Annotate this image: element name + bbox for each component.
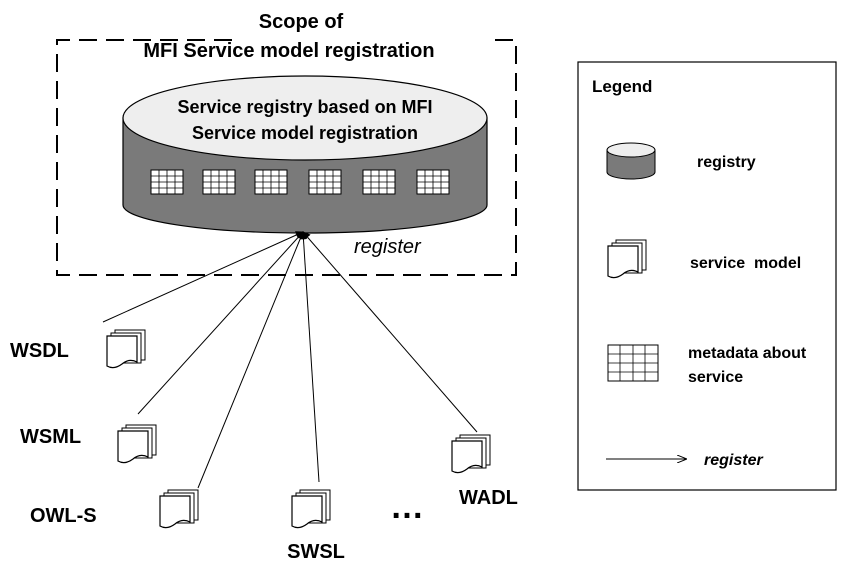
- arrow-wsml: [137, 231, 304, 415]
- legend-label: service: [688, 369, 743, 386]
- source-wsml: WSML: [20, 424, 157, 464]
- source-label: WSML: [20, 426, 81, 448]
- registry-icon: [606, 142, 656, 180]
- scope-title-line1: Scope of: [259, 11, 344, 33]
- metadata-table: [416, 169, 450, 195]
- source-label: WADL: [459, 487, 518, 509]
- scope-boundary: [56, 39, 517, 276]
- legend-item-register: register: [606, 452, 763, 469]
- legend-title: Legend: [592, 77, 652, 96]
- arrow-owl-s: [197, 231, 305, 489]
- source-label: OWL-S: [30, 505, 97, 527]
- legend-item-service-model: service model: [607, 239, 801, 279]
- service-model-icon: [117, 424, 157, 464]
- service-model-icon: [159, 489, 199, 529]
- source-label: WSDL: [10, 340, 69, 362]
- legend-item-metadata: metadata about service: [607, 344, 807, 386]
- register-arrows: [102, 231, 478, 489]
- source-wsdl: WSDL: [10, 329, 146, 369]
- metadata-table: [308, 169, 342, 195]
- service-model-icon: [291, 489, 331, 529]
- registry-label-line2: Service model registration: [192, 123, 418, 143]
- legend: Legend registry service model metadat: [577, 61, 837, 491]
- registry-label-line1: Service registry based on MFI: [177, 97, 432, 117]
- metadata-table-icon: [607, 344, 659, 382]
- source-owl-s: OWL-S: [30, 489, 199, 529]
- service-model-icon: [451, 434, 491, 474]
- scope-title-line2: MFI Service model registration: [143, 40, 434, 62]
- arrow-swsl: [299, 231, 320, 483]
- service-registry-cylinder: Service registry based on MFI Service mo…: [122, 75, 488, 234]
- legend-label: service model: [690, 255, 801, 272]
- legend-label: metadata about: [688, 345, 807, 362]
- source-wadl: WADL: [451, 434, 518, 509]
- arrow-wadl: [302, 231, 478, 433]
- ellipsis-more-sources: …: [390, 488, 424, 526]
- arrow-wsdl: [102, 231, 304, 323]
- source-swsl: SWSL: [287, 489, 345, 563]
- legend-item-registry: registry: [606, 142, 756, 180]
- register-label: register: [354, 236, 422, 258]
- service-model-icon: [607, 239, 647, 279]
- metadata-table: [254, 169, 288, 195]
- legend-label: register: [704, 452, 763, 469]
- metadata-table: [202, 169, 236, 195]
- metadata-table: [362, 169, 396, 195]
- registry-top: [122, 75, 488, 161]
- source-label: SWSL: [287, 541, 345, 563]
- service-model-icon: [106, 329, 146, 369]
- legend-label: registry: [697, 154, 756, 171]
- metadata-table: [150, 169, 184, 195]
